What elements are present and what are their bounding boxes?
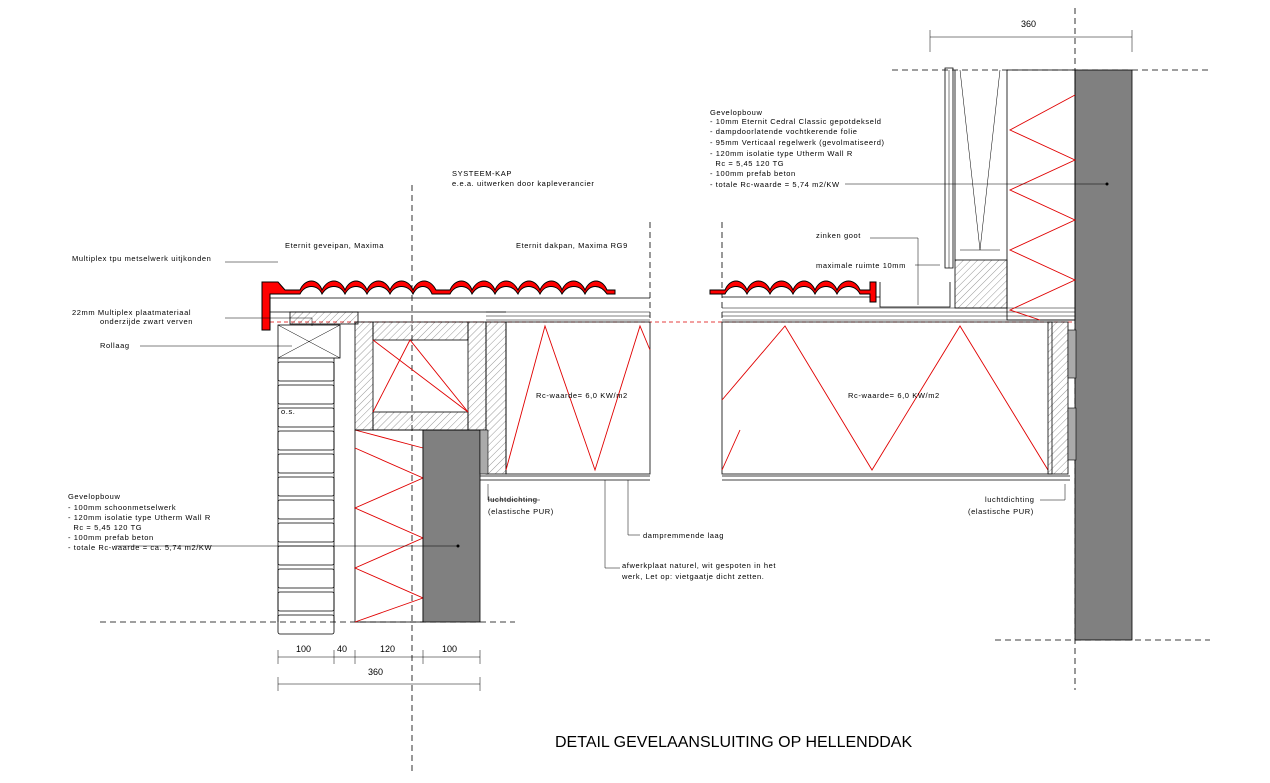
brick-course: [277, 361, 335, 382]
brick-course: [277, 453, 335, 474]
zinken-goot-label: zinken goot: [816, 231, 861, 240]
brick-course: [277, 614, 335, 635]
opbouw-top-list: Gevelopbouw - 10mm Eternit Cedral Classi…: [710, 108, 885, 189]
multiplex-tpu-label: Multiplex tpu metselwerk uitjkonden: [72, 254, 211, 263]
rollaag-label: Rollaag: [100, 341, 130, 350]
dampremmende-laag-label: dampremmende laag: [643, 531, 724, 540]
brick-course: [277, 568, 335, 589]
luchtdichting-left-label: luchtdichting: [488, 495, 538, 504]
roof-panel-left: [270, 297, 651, 481]
dim-120-insulation: 120: [380, 644, 395, 654]
annotations: SYSTEEM-KAP e.e.a. uitwerken door kaplev…: [68, 19, 1036, 751]
dim-40-cavity: 40: [337, 644, 347, 654]
multiplex-22mm-note: onderzijde zwart verven: [100, 317, 193, 326]
rc-right-label: Rc-waarde= 6,0 KW/m2: [848, 391, 940, 400]
opbouw-bottom-line: Rc = 5,45 120 TG: [68, 523, 142, 532]
brick-course: [277, 522, 335, 543]
brick-course: [277, 384, 335, 405]
multiplex-22mm-label: 22mm Multiplex plaatmateriaal: [72, 308, 191, 317]
brick-course: [277, 545, 335, 566]
dim-100-concrete: 100: [442, 644, 457, 654]
opbouw-top-line: - dampdoorlatende vochtkerende folie: [710, 127, 858, 136]
leader-lines: [115, 182, 1109, 569]
left-timber-frame: [354, 321, 507, 475]
roof-tiles-left: [261, 280, 616, 331]
opbouw-top-line: - 100mm prefab beton: [710, 169, 796, 178]
luchtdichting-right-note: (elastische PUR): [968, 507, 1034, 516]
dim-100-brick: 100: [296, 644, 311, 654]
drawing-title: DETAIL GEVELAANSLUITING OP HELLENDDAK: [555, 734, 912, 751]
right-facade: [944, 67, 1077, 461]
afwerkplaat-label: afwerkplaat naturel, wit gespoten in het: [622, 561, 776, 570]
roof-panel-right: [721, 259, 1075, 481]
right-concrete-wall: [1074, 69, 1133, 641]
opbouw-bottom-line: - 120mm isolatie type Utherm Wall R: [68, 513, 211, 522]
systeem-kap-label: SYSTEEM-KAP: [452, 169, 512, 178]
dakpan-label: Eternit dakpan, Maxima RG9: [516, 241, 628, 250]
maximale-ruimte-label: maximale ruimte 10mm: [816, 261, 906, 270]
os-label: o.s.: [281, 407, 296, 416]
opbouw-top-line: Gevelopbouw: [710, 108, 762, 117]
opbouw-bottom-line: - 100mm schoonmetselwerk: [68, 503, 176, 512]
left-concrete-wall: [422, 429, 481, 623]
opbouw-bottom-line: - 100mm prefab beton: [68, 533, 154, 542]
brick-masonry: [277, 324, 341, 635]
reference-lines: [100, 8, 1210, 775]
left-insulation: [353, 429, 425, 623]
luchtdichting-left-note: (elastische PUR): [488, 507, 554, 516]
brick-course: [277, 476, 335, 497]
brick-course: [277, 591, 335, 612]
opbouw-bottom-line: - totale Rc-waarde = ca. 5,74 m2/KW: [68, 543, 212, 552]
rc-left-label: Rc-waarde= 6,0 KW/m2: [536, 391, 628, 400]
opbouw-top-line: - 10mm Eternit Cedral Classic gepotdekse…: [710, 117, 882, 126]
opbouw-top-line: - totale Rc-waarde = 5,74 m2/KW: [710, 180, 840, 189]
opbouw-bottom-line: Gevelopbouw: [68, 492, 120, 501]
geveipan-label: Eternit geveipan, Maxima: [285, 241, 384, 250]
brick-course: [277, 499, 335, 520]
brick-course: [277, 430, 335, 451]
rollaag-brick: [277, 324, 341, 359]
roof-tiles-right: [709, 280, 877, 303]
opbouw-top-line: Rc = 5,45 120 TG: [710, 159, 784, 168]
opbouw-top-line: - 120mm isolatie type Utherm Wall R: [710, 149, 853, 158]
afwerkplaat-note: werk, Let op: vietgaatje dicht zetten.: [621, 572, 764, 581]
dimension-lines: [277, 30, 1133, 691]
dim-total-bottom: 360: [368, 667, 383, 677]
dim-total-top: 360: [1021, 19, 1036, 29]
opbouw-top-line: - 95mm Verticaal regelwerk (gevolmatisee…: [710, 138, 885, 147]
systeem-kap-note: e.e.a. uitwerken door kapleverancier: [452, 179, 595, 188]
luchtdichting-right-label: luchtdichting: [985, 495, 1035, 504]
opbouw-bottom-list: Gevelopbouw - 100mm schoonmetselwerk - 1…: [68, 492, 212, 552]
